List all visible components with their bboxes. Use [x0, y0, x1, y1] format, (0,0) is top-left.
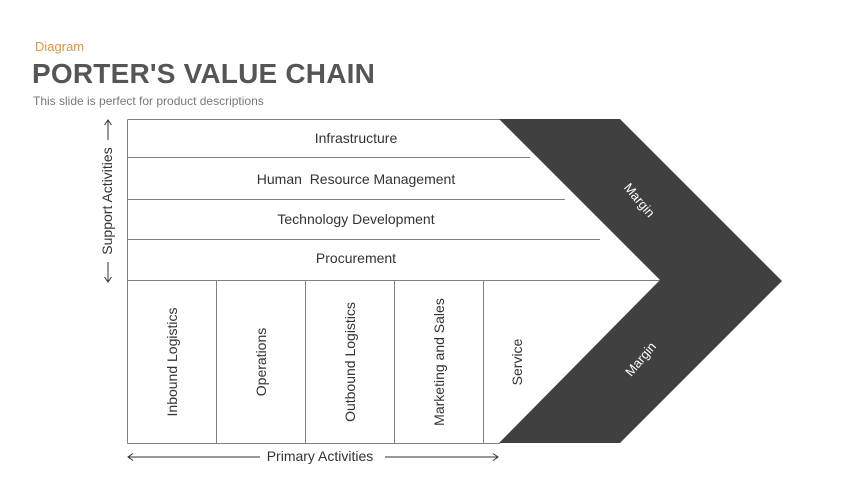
primary-col-outbound-logistics: Outbound Logistics	[342, 302, 358, 422]
support-axis-arrow	[104, 119, 112, 283]
primary-col-service: Service	[509, 338, 525, 385]
primary-activities-label: Primary Activities	[267, 448, 374, 464]
support-activities-label: Support Activities	[99, 147, 115, 254]
support-row-infrastructure: Infrastructure	[315, 130, 398, 146]
margin-chevron	[499, 119, 782, 443]
primary-col-operations: Operations	[253, 328, 269, 396]
primary-axis-arrow	[127, 453, 499, 461]
support-row-hr-management: Human Resource Management	[257, 171, 456, 187]
support-row-technology-development: Technology Development	[277, 211, 434, 227]
support-row-procurement: Procurement	[316, 250, 396, 266]
page-title: PORTER'S VALUE CHAIN	[32, 58, 376, 89]
primary-col-inbound-logistics: Inbound Logistics	[164, 308, 180, 417]
page-subtitle: This slide is perfect for product descri…	[33, 94, 264, 108]
primary-col-marketing-sales: Marketing and Sales	[431, 298, 447, 426]
kicker-label: Diagram	[35, 39, 85, 54]
